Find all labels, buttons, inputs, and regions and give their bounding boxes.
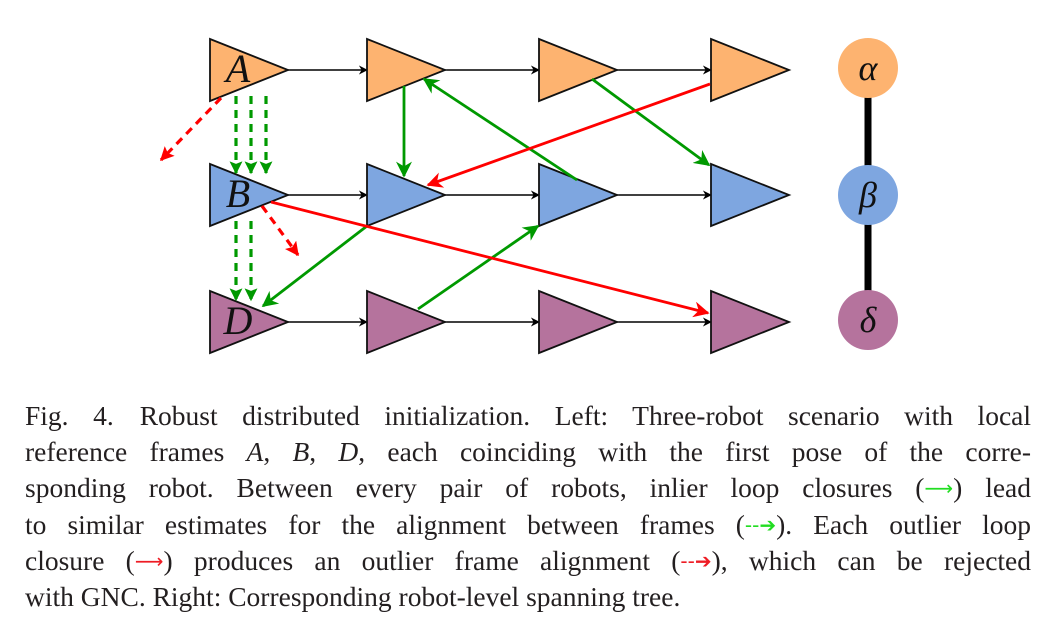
inlier-arrow-icon: ⟶ (924, 476, 954, 501)
tree-label-beta: β (858, 175, 877, 215)
math-b: B (292, 436, 310, 468)
caption-text: with GNC. Right: Corresponding robot-lev… (25, 581, 681, 613)
pose-alpha-2 (538, 37, 620, 103)
frame-label-d: D (223, 298, 253, 343)
pose-delta-2 (538, 289, 620, 355)
caption-text: , (263, 436, 293, 468)
caption-text: , (309, 436, 339, 468)
math-d: D (338, 436, 359, 468)
caption-line-6: with GNC. Right: Corresponding robot-lev… (25, 579, 1031, 615)
pose-delta-1 (366, 289, 448, 355)
caption-line-4: to similar estimates for the alignment b… (25, 507, 1031, 543)
pose-beta-3 (710, 162, 792, 228)
tree-node-delta (838, 290, 898, 350)
caption-text: ), which can be rejected (711, 544, 1031, 576)
pose-beta-1 (366, 162, 448, 228)
outlier-arrow-icon: ⟶ (134, 548, 164, 573)
inlier-loop-closure (261, 224, 368, 308)
figure-label: Fig. 4. (25, 400, 114, 431)
frame-label-a: A (223, 46, 251, 91)
tree-node-beta (838, 165, 898, 225)
inlier-loop-closure (422, 77, 578, 182)
caption-line-3: sponding robot. Between every pair of ro… (25, 470, 1031, 506)
tree-label-delta: δ (860, 300, 878, 340)
tree-label-alpha: α (859, 48, 879, 88)
inlier-loop-closure (417, 224, 540, 311)
caption-text: , each coinciding with the first pose of… (358, 436, 1032, 468)
caption-text: ) lead (953, 472, 1031, 504)
pose-triangles (209, 37, 792, 355)
caption-line-5: closure (⟶) produces an outlier frame al… (25, 543, 1031, 579)
outlier-loop-closure (270, 200, 710, 318)
caption-text: to similar estimates for the alignment b… (25, 508, 745, 540)
loop-closure-arrows (261, 77, 711, 318)
caption-line-1: Fig. 4. Robust distributed initialization… (25, 398, 1031, 434)
frame-label-b: B (226, 171, 250, 216)
pose-alpha-0 (209, 37, 291, 103)
figure-caption: Fig. 4. Robust distributed initialization… (25, 398, 1031, 615)
math-a: A (246, 436, 264, 468)
pose-alpha-1 (366, 37, 448, 103)
pose-delta-3 (710, 289, 792, 355)
outlier-loop-closure (426, 82, 711, 188)
caption-line-2: reference frames A, B, D, each coincidin… (25, 434, 1031, 470)
caption-text: reference frames (25, 436, 247, 468)
outlier-frame-alignment (260, 205, 300, 257)
caption-text: closure ( (25, 544, 135, 576)
robust-initialization-diagram: A B D α β δ (159, 37, 898, 355)
caption-text: ). Each outlier loop (776, 508, 1031, 540)
frame-labels: A B D (223, 46, 253, 343)
tree-node-alpha (838, 38, 898, 98)
odometry-edges (288, 65, 712, 327)
inlier-dashed-arrow-icon: --➔ (744, 512, 777, 537)
caption-text: ) produces an outlier frame alignment ( (163, 544, 681, 576)
outlier-dashed-arrow-icon: --➔ (680, 548, 712, 573)
frame-alignment-arrows (159, 96, 300, 302)
caption-text: sponding robot. Between every pair of ro… (25, 472, 925, 504)
pose-delta-0 (209, 289, 291, 355)
pose-alpha-3 (710, 37, 792, 103)
inlier-loop-closure (591, 77, 711, 167)
caption-text: Robust distributed initialization. Left:… (139, 400, 1032, 431)
outlier-frame-alignment (159, 96, 223, 162)
pose-beta-0 (209, 162, 291, 228)
robot-spanning-tree: α β δ (838, 38, 898, 350)
pose-beta-2 (538, 162, 620, 228)
